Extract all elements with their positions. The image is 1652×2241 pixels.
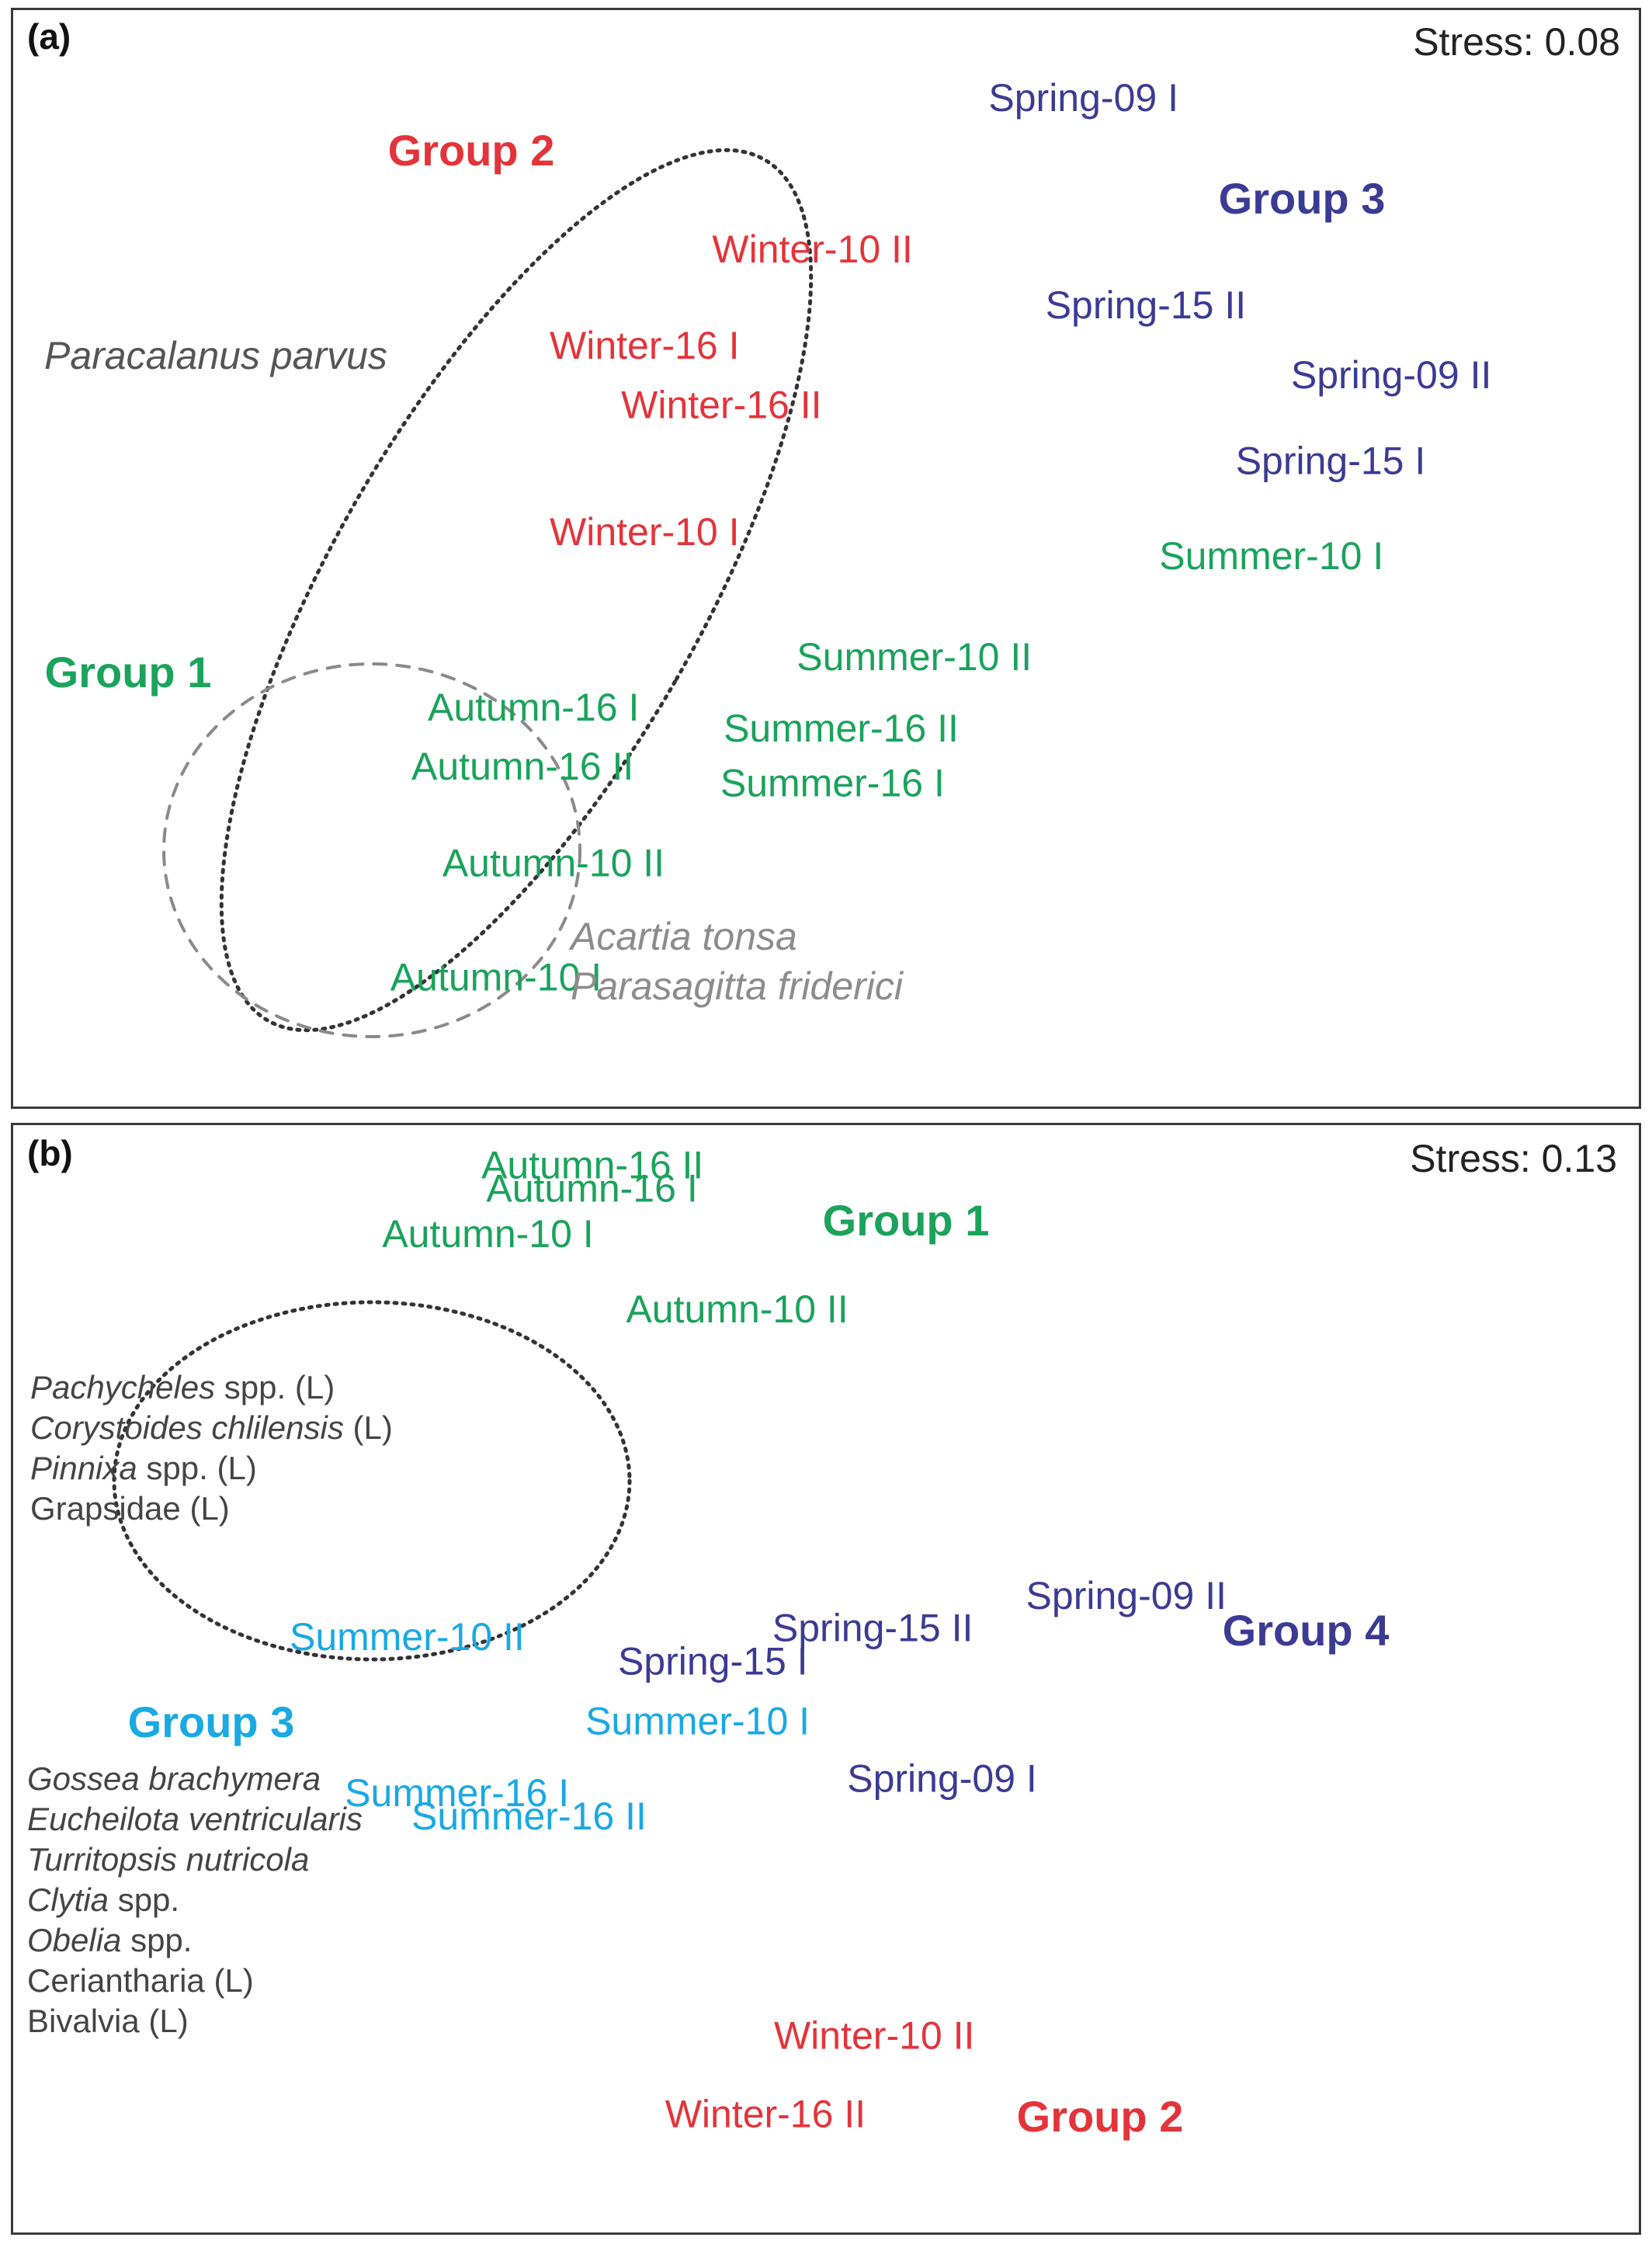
cluster-ellipse-1 [219, 148, 814, 1033]
stress-value: Stress: 0.13 [1410, 1137, 1617, 1180]
species-annotation-line: Parasagitta friderici [571, 964, 904, 1008]
point-summer-10-ii: Summer-10 II [290, 1615, 525, 1659]
group-label-group-4: Group 4 [1223, 1606, 1390, 1655]
cluster-ellipse-2 [162, 662, 581, 1038]
species-annotation-line: Obelia spp. [27, 1922, 192, 1958]
point-autumn-16-i: Autumn-16 I [486, 1166, 697, 1210]
point-spring-09-i: Spring-09 I [847, 1756, 1037, 1800]
point-autumn-10-i: Autumn-10 I [390, 955, 602, 999]
point-spring-09-ii: Spring-09 II [1026, 1574, 1227, 1617]
point-winter-10-ii: Winter-10 II [712, 228, 912, 271]
species-annotation-line: Acartia tonsa [568, 915, 797, 958]
point-summer-10-ii: Summer-10 II [796, 635, 1032, 679]
point-autumn-16-i: Autumn-16 I [428, 686, 639, 729]
group-label-group-3: Group 3 [1219, 174, 1386, 223]
point-autumn-16-ii: Autumn-16 II [481, 1143, 703, 1187]
species-annotation-line: Pinnixa spp. (L) [30, 1450, 257, 1486]
group-label-group-2: Group 2 [388, 126, 555, 175]
point-summer-10-i: Summer-10 I [585, 1699, 810, 1742]
group-label-group-1: Group 1 [823, 1196, 990, 1245]
species-annotation-line: Ceriantharia (L) [27, 1962, 254, 1999]
species-annotation-line: Grapsidae (L) [30, 1490, 230, 1527]
point-spring-09-i: Spring-09 I [988, 76, 1178, 120]
panel-label: (b) [27, 1133, 73, 1173]
point-spring-15-ii: Spring-15 II [1046, 283, 1246, 327]
point-winter-10-i: Winter-10 I [550, 510, 740, 554]
point-winter-16-ii: Winter-16 II [621, 383, 821, 426]
point-autumn-10-ii: Autumn-10 II [442, 841, 665, 884]
point-summer-16-ii: Summer-16 II [411, 1795, 647, 1838]
group-label-group-2: Group 2 [1017, 2092, 1184, 2141]
species-annotation-line: Bivalvia (L) [27, 2003, 189, 2039]
point-summer-16-i: Summer-16 I [345, 1771, 569, 1815]
panel-label: (a) [27, 16, 71, 57]
point-autumn-10-ii: Autumn-10 II [626, 1287, 848, 1331]
point-spring-15-i: Spring-15 I [1236, 439, 1426, 482]
stress-value: Stress: 0.08 [1413, 20, 1620, 64]
group-label-group-3: Group 3 [128, 1697, 295, 1746]
group-label-group-1: Group 1 [45, 648, 212, 697]
species-annotation-line: Clytia spp. [27, 1881, 179, 1918]
point-summer-16-i: Summer-16 I [720, 761, 945, 804]
cluster-ellipse-1 [112, 1300, 632, 1662]
point-autumn-16-ii: Autumn-16 II [411, 745, 633, 788]
point-spring-09-ii: Spring-09 II [1291, 353, 1491, 397]
point-spring-15-ii: Spring-15 II [772, 1607, 973, 1650]
point-summer-10-i: Summer-10 I [1159, 534, 1383, 578]
species-annotation-line: Eucheilota ventricularis [27, 1801, 363, 1837]
point-winter-16-i: Winter-16 I [550, 324, 740, 367]
species-annotation-line: Gossea brachymera [27, 1760, 321, 1797]
point-winter-10-ii: Winter-10 II [774, 2013, 974, 2057]
species-annotation-line: Paracalanus parvus [44, 334, 387, 377]
point-summer-16-ii: Summer-16 II [724, 707, 959, 750]
species-annotation-line: Pachycheles spp. (L) [30, 1369, 335, 1405]
species-annotation-line: Corystoides chlilensis (L) [30, 1409, 393, 1446]
species-annotation-line: Turritopsis nutricola [27, 1841, 309, 1878]
point-autumn-10-i: Autumn-10 I [382, 1212, 593, 1256]
point-spring-15-i: Spring-15 I [618, 1639, 808, 1683]
point-winter-16-ii: Winter-16 II [665, 2093, 866, 2136]
